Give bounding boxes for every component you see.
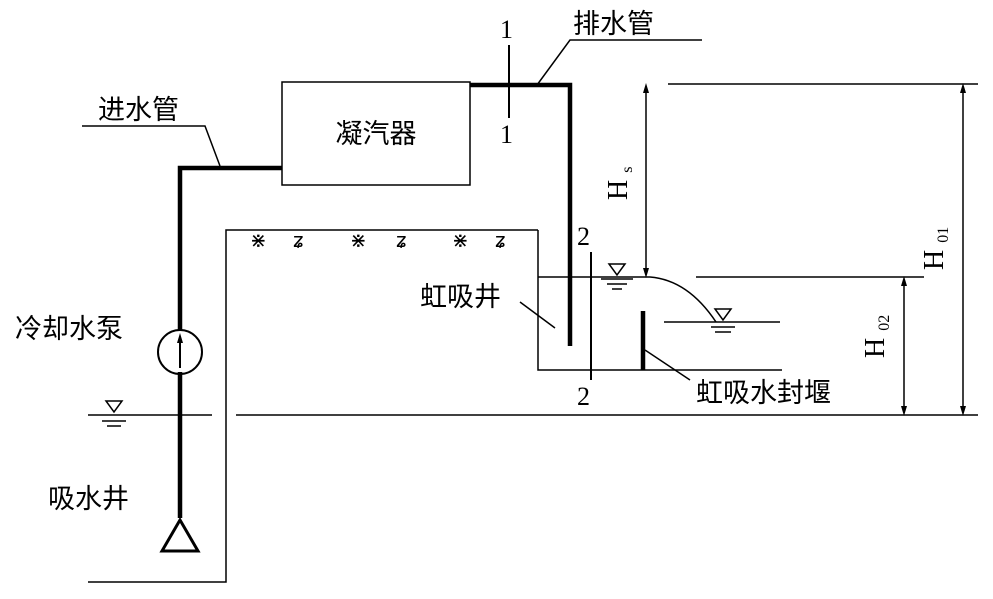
h01-sub: 01 (935, 227, 952, 243)
h01-main: H (919, 250, 950, 270)
drain-pipe-label: 排水管 (573, 9, 654, 40)
condenser-label: 凝汽器 (336, 119, 417, 150)
svg-text:⋇: ⋇ (452, 228, 469, 252)
overflow-nappe (649, 276, 717, 323)
water-level-symbol-suction-well (88, 400, 212, 427)
siphon-well-leader (519, 301, 556, 329)
inlet-pipe-label: 进水管 (98, 95, 179, 126)
inlet-pipe-leader (82, 125, 221, 167)
h02-sub: 02 (876, 315, 893, 331)
siphon-well-label: 虹吸井 (420, 282, 501, 313)
h01-label: H 01 (919, 227, 952, 270)
hs-label: H s (603, 167, 636, 200)
foot-valve-triangle (159, 517, 201, 553)
svg-text:ʑ: ʑ (396, 228, 407, 252)
water-level-symbol-downstream (711, 308, 735, 333)
svg-text:⋇: ⋇ (350, 228, 367, 252)
siphon-weir-label: 虹吸水封堰 (696, 378, 831, 409)
h02-main: H (860, 338, 891, 358)
siphon-well-wall (537, 230, 782, 371)
cooling-pump-label: 冷却水泵 (15, 314, 123, 345)
hs-main: H (603, 180, 634, 200)
section-2-top-label: 2 (577, 222, 590, 251)
svg-text:ʑ: ʑ (495, 228, 506, 252)
ground-line (88, 229, 538, 583)
section-1-bottom-label: 1 (500, 120, 513, 149)
hs-sub: s (619, 167, 636, 173)
svg-text:⋇: ⋇ (250, 228, 267, 252)
cooling-pump-circle (157, 329, 203, 375)
section-2-bottom-label: 2 (577, 382, 590, 411)
drain-pipe-leader (536, 39, 702, 86)
section-1-top-label: 1 (500, 15, 513, 44)
inlet-pipe (177, 165, 282, 518)
siphon-weir-leader (644, 349, 691, 381)
suction-well-label: 吸水井 (48, 484, 129, 515)
condenser-box (281, 81, 471, 186)
soil-hatch-marks: ⋇ ʑ ⋇ ʑ ⋇ ʑ (250, 228, 506, 252)
drain-pipe (470, 82, 573, 346)
water-level-symbol-siphon-well (601, 263, 633, 290)
h02-label: H 02 (860, 315, 893, 358)
svg-text:ʑ: ʑ (293, 228, 304, 252)
